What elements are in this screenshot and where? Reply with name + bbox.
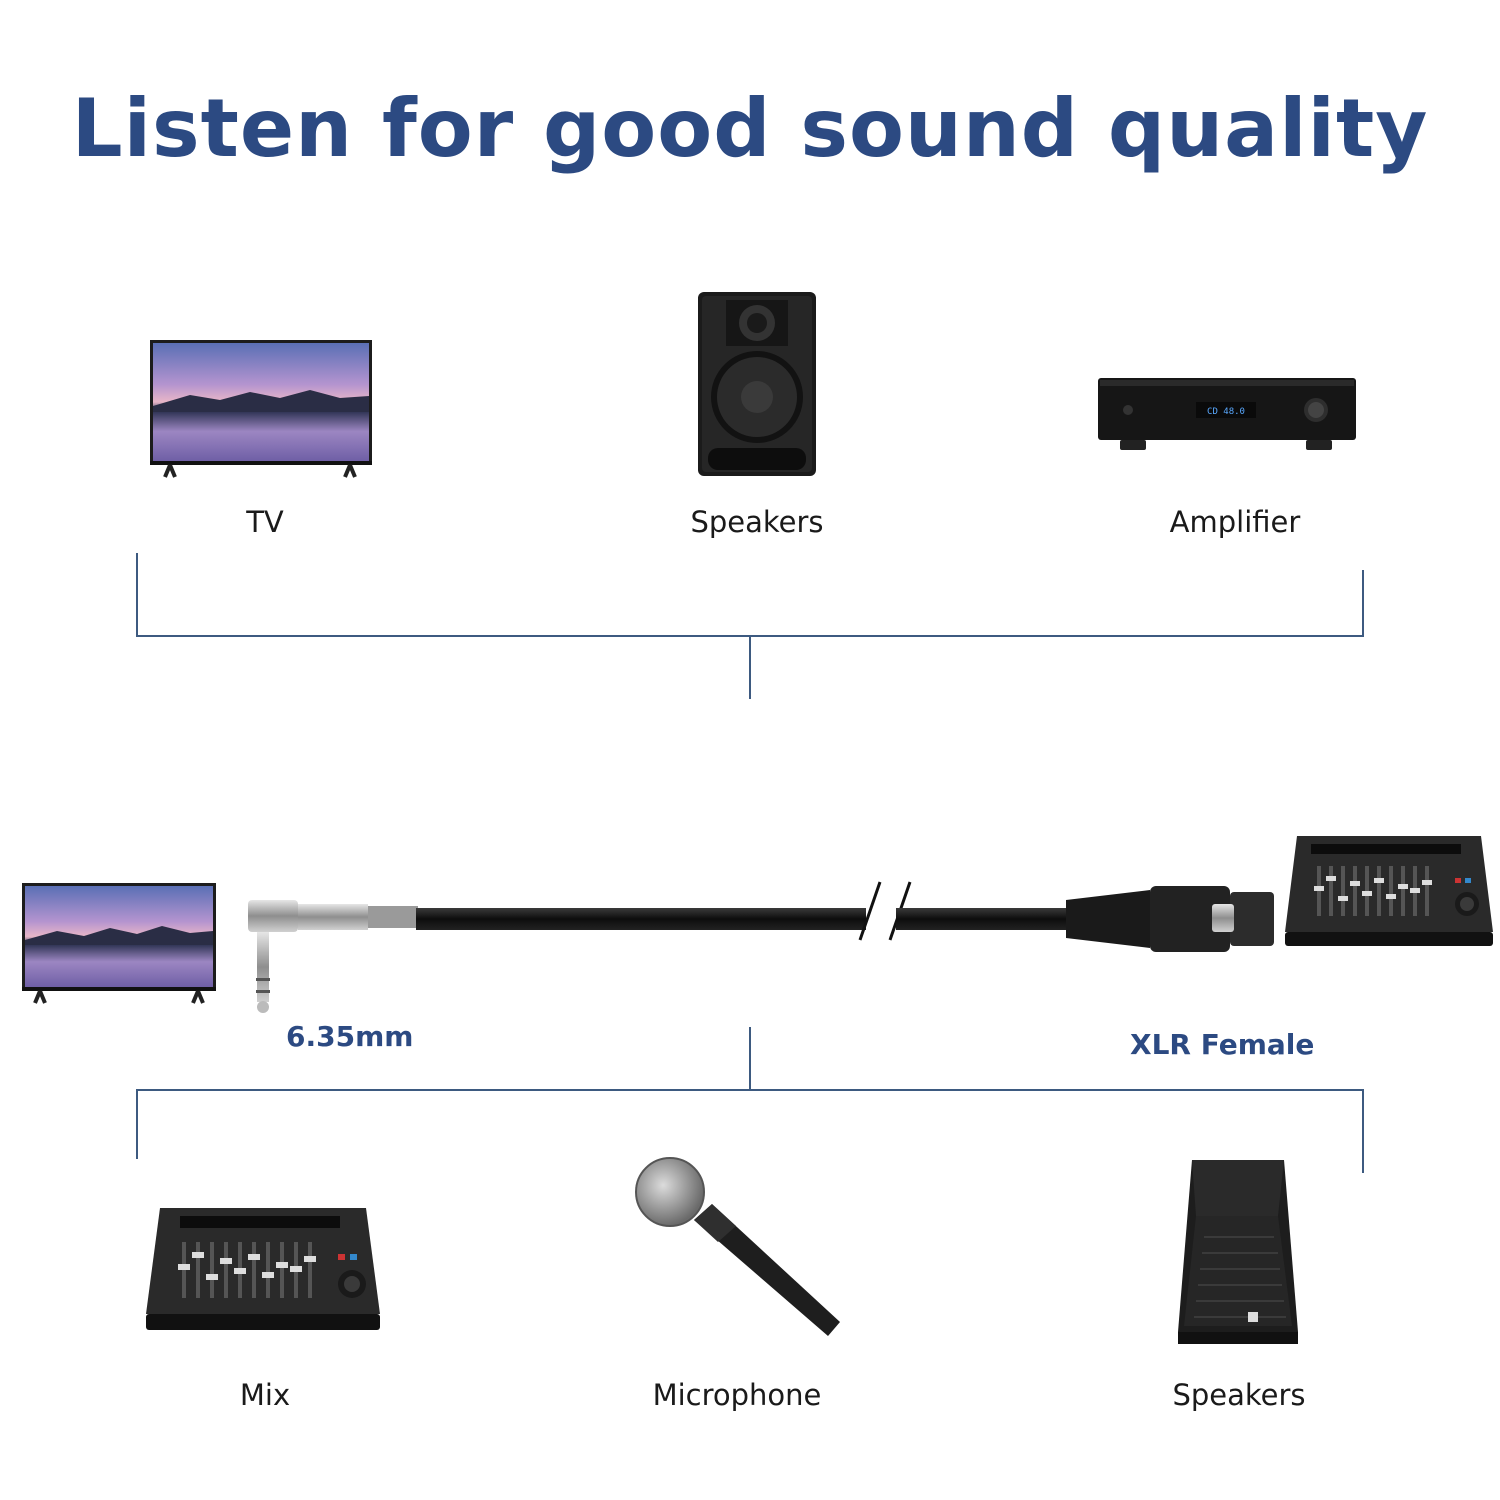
device-label-amplifier: Amplifier [1169,505,1301,539]
bottom-bracket-stem [749,1027,751,1090]
device-label-tv: TV [246,505,284,539]
mixer-icon [146,1208,380,1330]
trs-6-35mm-plug [248,900,418,1013]
device-label-mix: Mix [239,1378,291,1412]
top-bracket-bar [136,635,1364,637]
connector-label-6-35mm: 6.35mm [286,1020,414,1053]
top-bracket-stem [749,637,751,699]
device-label-speakers-top: Speakers [690,505,824,539]
page-title: Listen for good sound quality [71,82,1429,175]
device-label-speakers-bottom: Speakers [1172,1378,1306,1412]
amplifier-display: CD 48.0 [1207,407,1245,417]
bottom-bracket-bar [136,1089,1364,1091]
audio-cable [248,881,1274,1013]
amplifier-icon: CD 48.0 [1098,378,1356,450]
bookshelf-speaker-icon [698,292,816,476]
mixer-icon-cable [1285,836,1493,946]
device-label-microphone: Microphone [652,1378,822,1412]
tv-small-icon [22,883,216,1004]
bottom-bracket-left [136,1089,138,1159]
microphone-icon [635,1157,840,1336]
top-bracket-right [1362,570,1364,637]
tv-icon [150,340,372,478]
top-bracket-left [136,553,138,637]
xlr-female-connector [1066,886,1274,952]
pa-speaker-icon [1178,1160,1298,1344]
connector-label-xlr-female: XLR Female [1130,1028,1315,1061]
bottom-bracket-right [1362,1089,1364,1173]
